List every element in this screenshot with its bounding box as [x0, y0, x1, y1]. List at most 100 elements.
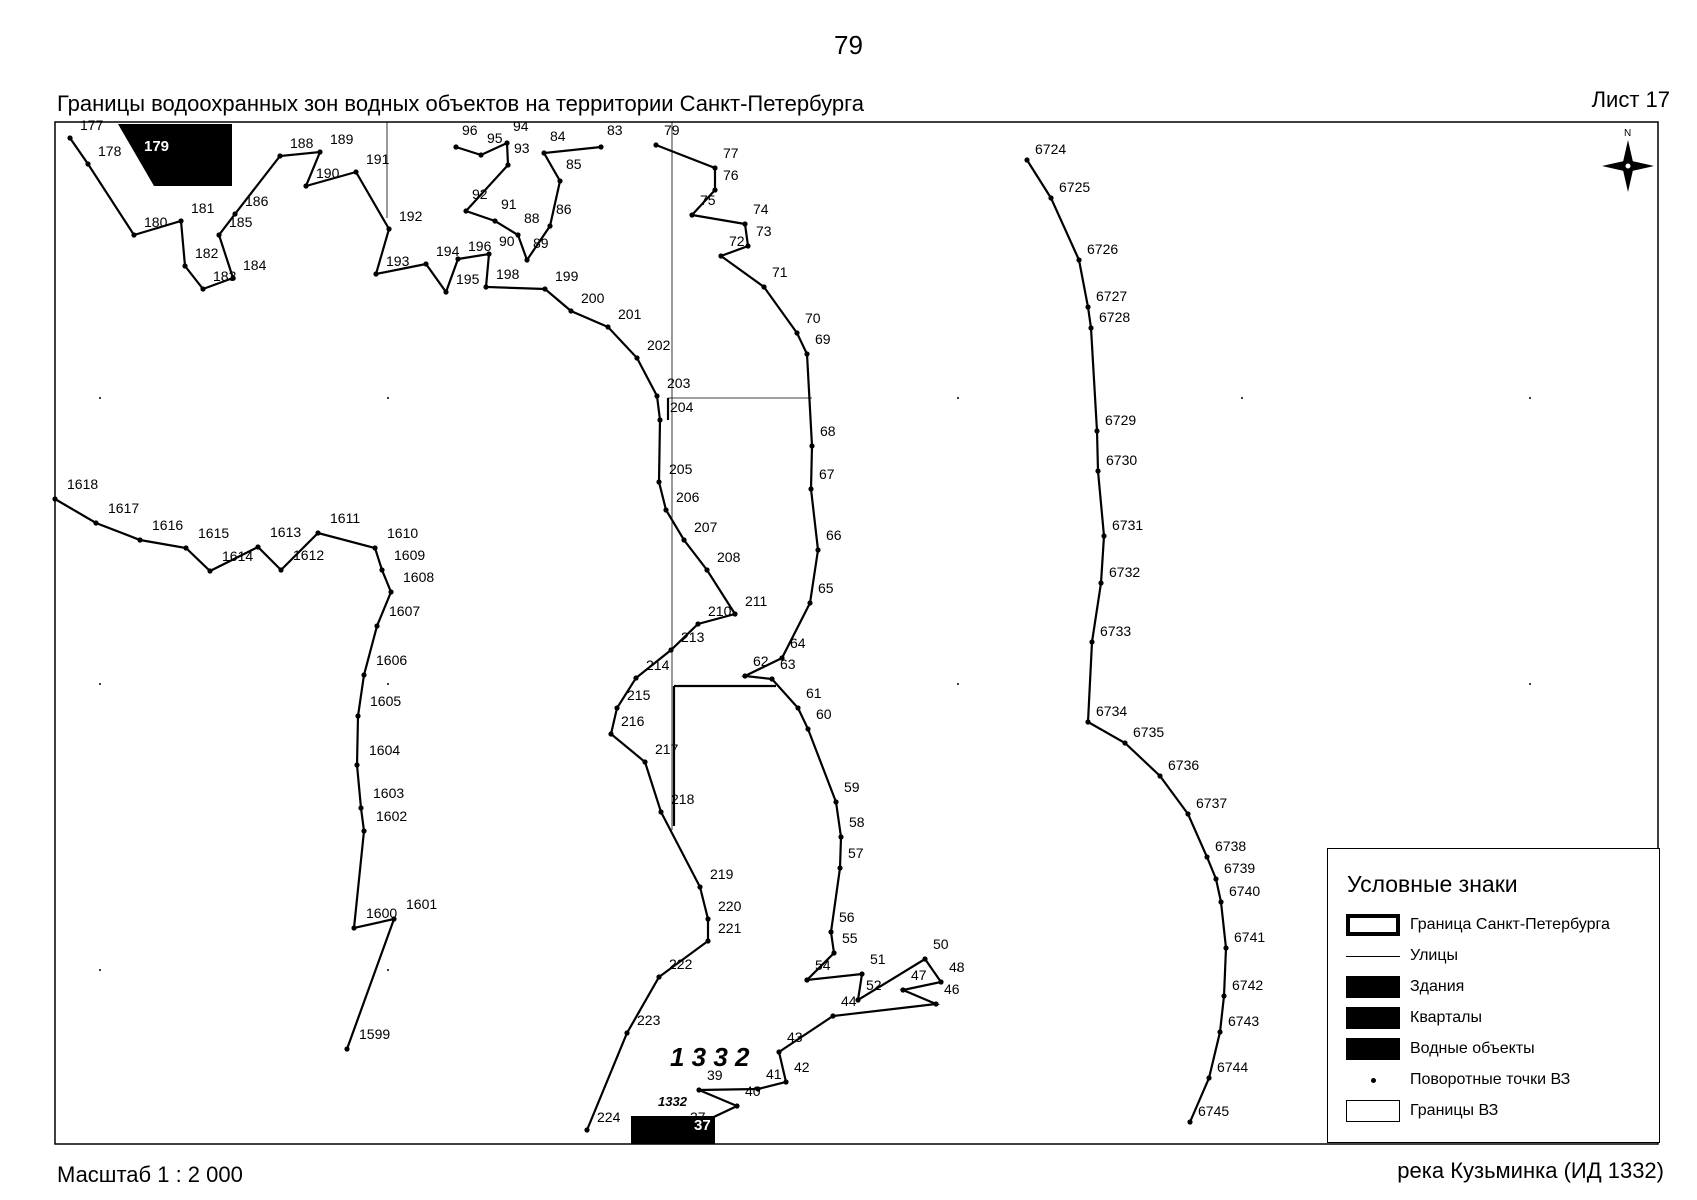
- turning-point-label: 216: [621, 713, 645, 729]
- turning-point-label: 1603: [373, 785, 404, 801]
- turning-point-label: 183: [213, 268, 237, 284]
- turning-point-label: 208: [717, 549, 741, 565]
- wz-boundary-line: [655, 143, 943, 1133]
- turning-point-label: 1608: [403, 569, 434, 585]
- turning-point-label: 6727: [1096, 288, 1127, 304]
- turning-point: [478, 152, 484, 158]
- turning-point-label: 44: [841, 993, 857, 1009]
- turning-point-label: 50: [933, 936, 949, 952]
- turning-point-label: 6730: [1106, 452, 1137, 468]
- turning-point-label: 6735: [1133, 724, 1164, 740]
- turning-point: [317, 149, 323, 155]
- water-object-id-large: 1 3 3 2: [670, 1042, 750, 1072]
- turning-point-label: 189: [330, 131, 354, 147]
- wz-boundary-line: [69, 137, 737, 1131]
- turning-point: [794, 330, 800, 336]
- turning-point-label: 6729: [1105, 412, 1136, 428]
- north-arrow-icon: N: [1602, 128, 1654, 192]
- turning-point: [657, 417, 663, 423]
- turning-point-label: 70: [805, 310, 821, 326]
- turning-point: [1085, 304, 1091, 310]
- turning-point-label: 177: [80, 117, 104, 133]
- turning-point-label: 218: [671, 791, 695, 807]
- turning-point-label: 56: [839, 909, 855, 925]
- turning-point: [783, 1079, 789, 1085]
- turning-point-label: 37: [690, 1109, 706, 1125]
- turning-point-label: 191: [366, 151, 390, 167]
- turning-point-label: 1611: [330, 510, 360, 526]
- turning-point-label: 1602: [376, 808, 407, 824]
- turning-point: [1024, 157, 1030, 163]
- turning-point: [505, 162, 511, 168]
- turning-point: [1185, 811, 1191, 817]
- turning-point-label: 85: [566, 156, 582, 172]
- legend-label: Поворотные точки ВЗ: [1410, 1071, 1571, 1088]
- water-object-south: [631, 1116, 715, 1144]
- turning-point: [131, 232, 137, 238]
- turning-point-label: 6736: [1168, 757, 1199, 773]
- turning-point: [391, 916, 397, 922]
- turning-point: [769, 676, 775, 682]
- turning-point: [658, 809, 664, 815]
- turning-point: [303, 183, 309, 189]
- turning-point: [1206, 1075, 1212, 1081]
- legend-item-streets: Улицы: [1346, 943, 1656, 969]
- turning-point: [815, 547, 821, 553]
- turning-point: [93, 520, 99, 526]
- turning-point: [584, 1127, 590, 1133]
- turning-point-label: 79: [664, 122, 680, 138]
- turning-point-label: 74: [753, 201, 769, 217]
- turning-point-label: 215: [627, 687, 651, 703]
- turning-point: [443, 289, 449, 295]
- turning-point: [933, 1001, 939, 1007]
- turning-point-label: 193: [386, 253, 410, 269]
- turning-point-label: 200: [581, 290, 605, 306]
- turning-point: [598, 144, 604, 150]
- turning-point: [182, 263, 188, 269]
- turning-point: [614, 705, 620, 711]
- turning-point: [255, 544, 261, 550]
- turning-point: [705, 916, 711, 922]
- turning-point-label: 1615: [198, 525, 229, 541]
- turning-point: [696, 1087, 702, 1093]
- legend-item-wz-boundary: Границы ВЗ: [1346, 1098, 1656, 1124]
- turning-point: [1048, 195, 1054, 201]
- turning-point: [761, 284, 767, 290]
- turning-point-label: 217: [655, 741, 679, 757]
- turning-point: [1088, 325, 1094, 331]
- turning-point: [776, 1049, 782, 1055]
- turning-point: [654, 393, 660, 399]
- turning-point: [755, 1086, 761, 1092]
- water-object-point-label: 179: [144, 138, 169, 155]
- turning-point-label: 83: [607, 122, 623, 138]
- turning-point-label: 205: [669, 461, 693, 477]
- turning-point: [742, 673, 748, 679]
- turning-point: [277, 153, 283, 159]
- turning-point-label: 59: [844, 779, 860, 795]
- turning-point-label: 224: [597, 1109, 621, 1125]
- turning-point-label: 186: [245, 193, 269, 209]
- turning-point-label: 195: [456, 271, 480, 287]
- turning-point: [483, 284, 489, 290]
- turning-point: [1089, 639, 1095, 645]
- turning-point: [315, 530, 321, 536]
- legend-item-city-boundary: Граница Санкт-Петербурга: [1346, 912, 1656, 938]
- turning-point-label: 58: [849, 814, 865, 830]
- turning-point: [351, 925, 357, 931]
- turning-point-label: 89: [533, 235, 549, 251]
- turning-point: [361, 672, 367, 678]
- turning-point-label: 65: [818, 580, 834, 596]
- turning-point-label: 66: [826, 527, 842, 543]
- water-fill-symbol: [1346, 1038, 1400, 1060]
- turning-point-label: 6734: [1096, 703, 1127, 719]
- turning-point-label: 1609: [394, 547, 425, 563]
- turning-point-label: 95: [487, 130, 503, 146]
- turning-point-label: 1600: [366, 905, 397, 921]
- turning-point: [859, 971, 865, 977]
- turning-point: [361, 828, 367, 834]
- legend-label: Здания: [1410, 978, 1465, 995]
- turning-point-label: 1618: [67, 476, 98, 492]
- turning-point: [681, 537, 687, 543]
